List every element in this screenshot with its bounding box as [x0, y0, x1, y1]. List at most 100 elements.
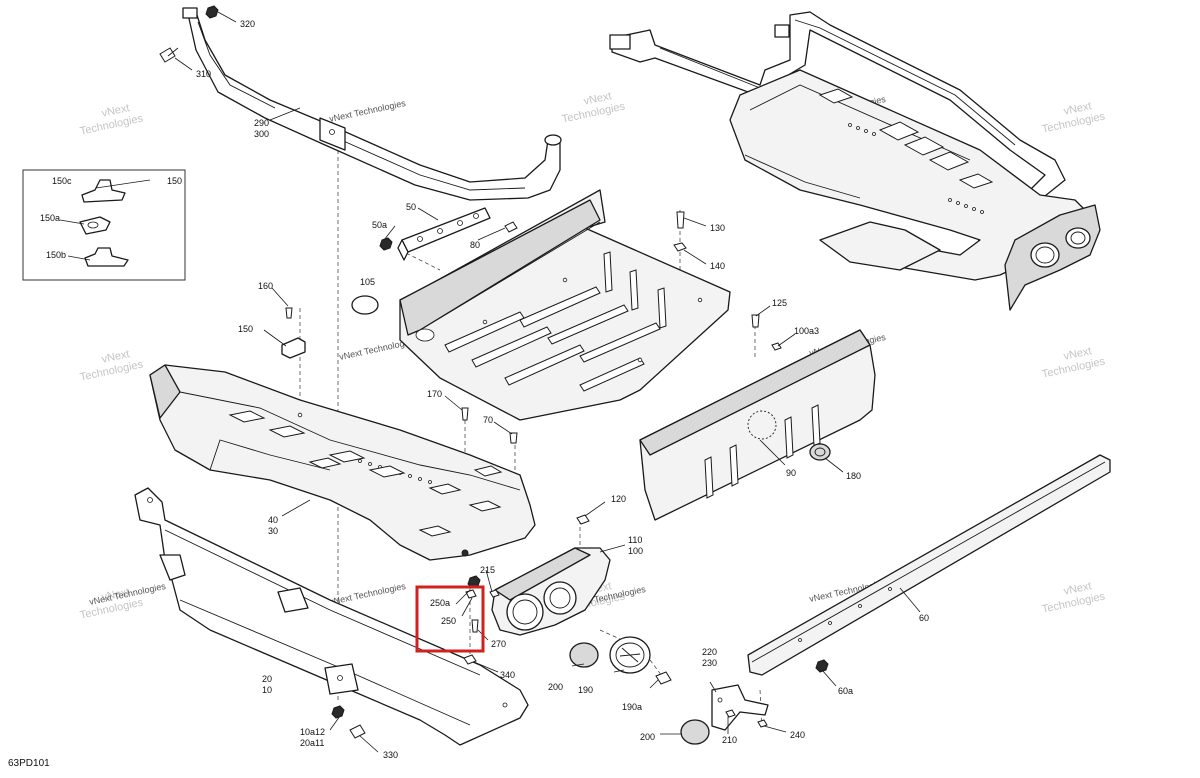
callout-230: 230 — [702, 658, 717, 668]
spark-arrester-190 — [609, 636, 651, 674]
cargo-box-40 — [149, 364, 536, 561]
callout-20a11: 20a11 — [300, 738, 324, 748]
callout-70: 70 — [483, 415, 493, 425]
callout-150-inset: 150 — [167, 176, 182, 186]
clamp-190a — [655, 671, 672, 685]
watermark-line1: vNext — [101, 348, 131, 366]
watermark-line1: vNext — [101, 102, 131, 120]
callout-90: 90 — [786, 468, 796, 478]
callout-215: 215 — [480, 565, 495, 575]
callout-180: 180 — [846, 471, 861, 481]
callout-340: 340 — [500, 670, 515, 680]
bolt-125 — [751, 314, 760, 328]
callout-240: 240 — [790, 730, 805, 740]
cap-200-lower — [680, 719, 710, 745]
figure-code: 63PD101 — [8, 758, 50, 769]
callout-80: 80 — [470, 240, 480, 250]
callout-330: 330 — [383, 750, 398, 760]
callout-60: 60 — [919, 613, 929, 623]
muffler-110 — [491, 547, 611, 636]
cargo-floor-panel — [399, 189, 731, 421]
bolt-310 — [159, 47, 193, 71]
bolt-330 — [349, 724, 366, 739]
bracket-50 — [397, 207, 491, 261]
watermark-line1: vNext — [1063, 580, 1093, 598]
bolt-270 — [471, 619, 479, 633]
callout-270: 270 — [491, 639, 506, 649]
callout-40: 40 — [268, 515, 278, 525]
nut-10a12 — [331, 705, 345, 719]
callout-310: 310 — [196, 69, 211, 79]
bolt-320 — [205, 5, 237, 23]
callout-150b: 150b — [46, 250, 66, 260]
tray-perforation — [848, 123, 984, 214]
rail-60 — [747, 454, 1111, 676]
bolt-70 — [509, 432, 518, 444]
bumper-tube — [182, 7, 562, 201]
callout-10a12: 10a12 — [300, 727, 325, 737]
bolt-100a3 — [771, 342, 782, 351]
callout-30: 30 — [268, 526, 278, 536]
watermark-line1: vNext — [1063, 345, 1093, 363]
callout-250: 250 — [441, 616, 456, 626]
watermark-line1: vNext — [583, 90, 613, 108]
callout-210: 210 — [722, 735, 737, 745]
bolt-80 — [504, 221, 518, 233]
callout-100a3: 100a3 — [794, 326, 819, 336]
callout-125: 125 — [772, 298, 787, 308]
watermark-line1: vNext — [1063, 100, 1093, 118]
callout-200: 200 — [548, 682, 563, 692]
watermark-inline: vNext Technologies — [328, 98, 407, 124]
callout-50: 50 — [406, 202, 416, 212]
callout-190: 190 — [578, 685, 593, 695]
bolt-120 — [576, 514, 590, 525]
highlight-box — [415, 585, 485, 653]
clamp-150 — [281, 337, 306, 359]
bolt-340 — [463, 654, 477, 665]
bolt-250 — [465, 589, 477, 599]
callout-220: 220 — [702, 647, 717, 657]
nut-140 — [673, 242, 707, 265]
nut-60a — [815, 659, 829, 673]
callout-10: 10 — [262, 685, 272, 695]
callout-150c: 150c — [52, 176, 72, 186]
callout-130: 130 — [710, 223, 725, 233]
bolt-240 — [757, 719, 768, 728]
callout-190a: 190a — [622, 702, 642, 712]
callout-320: 320 — [240, 19, 255, 29]
callout-150: 150 — [238, 324, 253, 334]
callout-300: 300 — [254, 129, 269, 139]
callout-110: 110 — [628, 535, 642, 545]
watermark-line1: vNext — [101, 586, 131, 604]
leader-lines — [59, 107, 921, 753]
callout-60a: 60a — [838, 686, 853, 696]
inset-box-150 — [22, 169, 186, 281]
cap-200 — [569, 642, 599, 668]
nut-50a — [379, 237, 393, 251]
bolt-210 — [725, 709, 736, 718]
callout-50a: 50a — [372, 220, 387, 230]
callout-105: 105 — [360, 277, 375, 287]
rear-rack-assembly — [609, 11, 1101, 311]
grommet-105 — [351, 295, 379, 315]
bolt-160 — [285, 307, 293, 319]
callout-20: 20 — [262, 674, 272, 684]
callout-170: 170 — [427, 389, 442, 399]
watermark-inline: vNext Technologies — [328, 581, 407, 607]
bolt-130 — [676, 211, 707, 229]
callout-labels: 320 310 290 300 150c 150 150a 150b 50 50… — [40, 19, 929, 760]
callout-290: 290 — [254, 118, 269, 128]
side-panel-90 — [639, 329, 876, 521]
floor-slots — [444, 251, 667, 392]
callout-150a: 150a — [40, 213, 60, 223]
bolt-170 — [461, 407, 469, 421]
callout-200-lower: 200 — [640, 732, 655, 742]
callout-120: 120 — [611, 494, 626, 504]
callout-160: 160 — [258, 281, 273, 291]
callout-250a: 250a — [430, 598, 450, 608]
bracket-220 — [711, 684, 769, 731]
cap-180 — [809, 443, 831, 461]
callout-140: 140 — [710, 261, 725, 271]
lower-frame-20 — [134, 487, 529, 746]
